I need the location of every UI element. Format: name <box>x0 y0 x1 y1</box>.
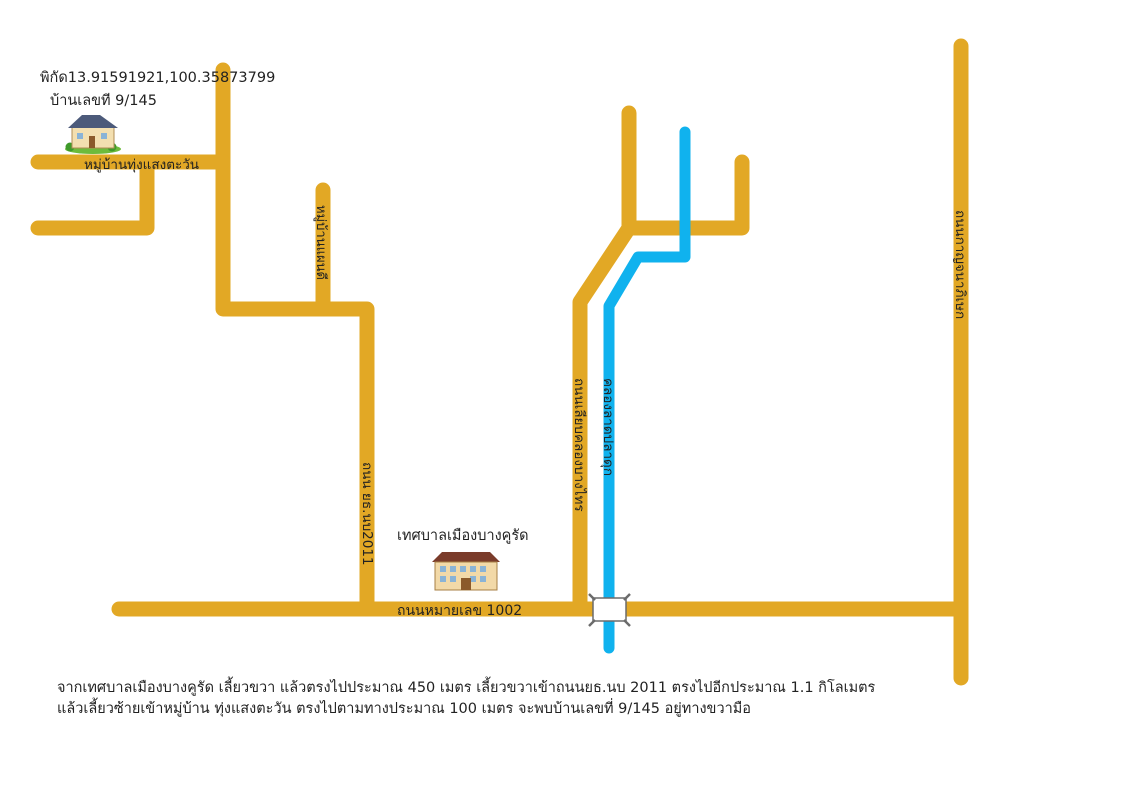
canal-road-label: ถนนเลียบคลองบางไทร <box>571 378 587 512</box>
village-road-label: หมู่บ้านทุ่งแสงตะวัน <box>84 157 199 173</box>
directions-line-2: แล้วเลี้ยวซ้ายเข้าหมู่บ้าน ทุ่งแสงตะวัน … <box>57 701 752 717</box>
canal-label: คลองลาดปลาดุก <box>600 378 616 476</box>
canal <box>603 126 691 654</box>
bridge-icon <box>588 593 631 627</box>
directions-line-1: จากเทศบาลเมืองบางคูรัด เลี้ยวขวา แล้วตรง… <box>57 680 876 696</box>
municipality-label: เทศบาลเมืองบางคูรัด <box>397 527 529 544</box>
house-icon <box>65 115 121 154</box>
municipality-building-icon <box>432 552 500 591</box>
small-village-label: หมู่บ้านแผนดี <box>313 205 329 280</box>
road-2011 <box>215 62 375 617</box>
road-canal-side <box>572 105 637 617</box>
house-label: บ้านเลขที 9/145 <box>50 92 157 109</box>
east-road-label: ถนนกาญจนาภิเษก <box>952 210 968 319</box>
main-road-label: ถนนหมายเลข 1002 <box>397 603 522 619</box>
roads <box>30 38 969 686</box>
road-canal-branch <box>621 154 750 236</box>
coordinates-label: พิกัด13.91591921,100.35873799 <box>40 70 275 86</box>
canal-line <box>603 126 691 654</box>
directions-text: จากเทศบาลเมืองบางคูรัด เลี้ยวขวา แล้วตรง… <box>57 678 1057 720</box>
road-2011-label: ถนน ยธ.นบ2011 <box>359 462 375 566</box>
road-village-loop <box>30 154 155 236</box>
